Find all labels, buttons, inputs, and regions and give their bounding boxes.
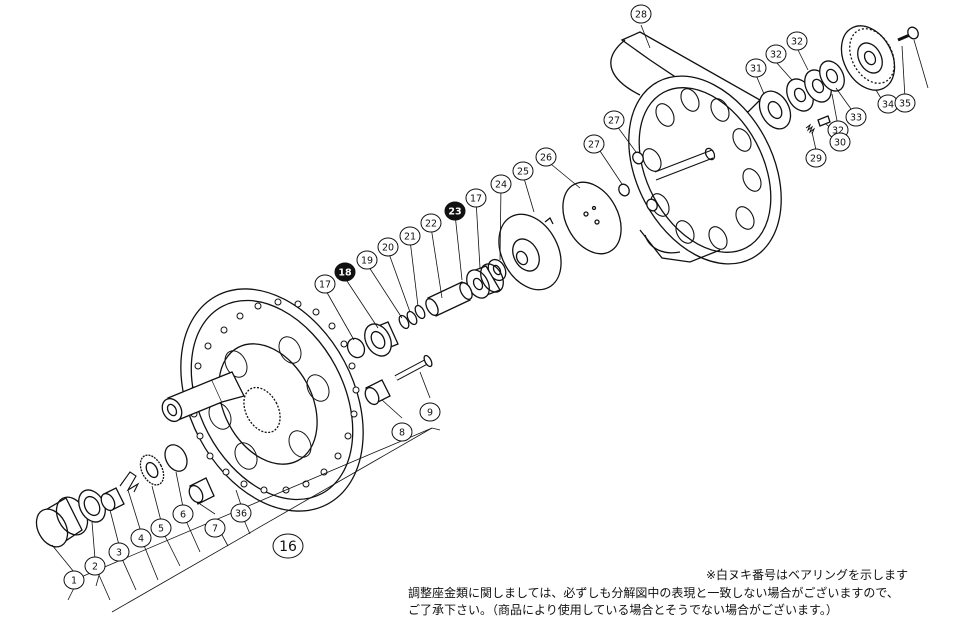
shaft-and-bearings [346, 263, 504, 406]
callout-2: 2 [84, 556, 106, 576]
drag-knob-assembly [758, 25, 919, 135]
callout-number: 17 [319, 280, 331, 291]
callout-number: 2 [92, 562, 98, 573]
callout-number: 21 [404, 232, 416, 243]
callout-5: 5 [150, 518, 172, 538]
callout-number: 29 [810, 154, 822, 165]
center-drag-plates [487, 151, 658, 291]
adjustment-note-line-2: ご了承下さい。（商品により使用している場合とそうでない場合がございます。） [408, 603, 838, 617]
callout-number: 1 [71, 576, 77, 587]
callout-number: 20 [382, 243, 394, 254]
callout-17: 17 [314, 274, 336, 294]
bearing-note: ※白ヌキ番号はベアリングを示します [706, 568, 909, 582]
callout-number: 32 [791, 37, 803, 48]
callout-29: 29 [805, 148, 827, 168]
callout-number: 16 [279, 539, 297, 555]
callout-number: 32 [832, 126, 844, 137]
callout-number: 22 [425, 219, 437, 230]
spool [161, 288, 364, 512]
callout-number: 23 [448, 207, 461, 218]
callout-36: 36 [230, 503, 252, 523]
callout-number: 30 [834, 138, 846, 149]
callout-number: 28 [635, 10, 647, 21]
leader-lines [51, 24, 929, 613]
callout-number: 27 [588, 140, 600, 151]
callout-4: 4 [130, 528, 152, 548]
callout-8: 8 [391, 422, 413, 442]
callout-number: 25 [517, 167, 529, 178]
spool-front-parts [35, 444, 215, 548]
callout-22: 22 [420, 213, 442, 233]
callout-3: 3 [108, 542, 130, 562]
callout-number: 24 [495, 180, 507, 191]
callout-30: 30 [829, 132, 851, 152]
callout-number: 32 [770, 50, 782, 61]
callout-number: 34 [882, 100, 894, 111]
callout-7: 7 [204, 518, 226, 538]
callout-number: 6 [180, 510, 186, 521]
callout-number: 35 [899, 99, 911, 110]
callout-number: 27 [608, 116, 620, 127]
callout-33: 33 [845, 107, 867, 127]
callout-16: 16 [272, 533, 304, 559]
callout-6: 6 [172, 504, 194, 524]
callout-25: 25 [512, 161, 534, 181]
callout-24: 24 [490, 174, 512, 194]
callout-27: 27 [603, 110, 625, 130]
adjustment-note-line-1: 調整座金類に関しましては、必ずしも分解図中の表現と一致しない場合がございますので… [408, 586, 899, 600]
callout-28: 28 [630, 4, 652, 24]
callout-number: 7 [212, 524, 218, 535]
callout-number: 31 [750, 64, 762, 75]
callout-number: 3 [116, 548, 122, 559]
callout-number: 33 [850, 113, 862, 124]
reel-frame [610, 31, 782, 265]
callout-number: 18 [338, 268, 352, 279]
callout-32: 32 [765, 44, 787, 64]
callout-35: 35 [894, 93, 916, 113]
callout-1: 1 [63, 570, 85, 590]
callout-19: 19 [356, 250, 378, 270]
adjustment-washer-note: 調整座金類に関しましては、必ずしも分解図中の表現と一致しない場合がございますので… [408, 585, 899, 619]
callout-32: 32 [786, 31, 808, 51]
callout-labels: 1234567368916171819202122231724252627272… [63, 4, 916, 590]
callout-number: 17 [470, 194, 482, 205]
callout-number: 26 [540, 153, 552, 164]
callout-number: 9 [427, 408, 433, 419]
callout-23: 23 [444, 201, 466, 221]
callout-20: 20 [377, 237, 399, 257]
callout-number: 5 [158, 524, 164, 535]
callout-17: 17 [465, 188, 487, 208]
callout-21: 21 [399, 226, 421, 246]
callout-number: 4 [138, 534, 144, 545]
callout-number: 8 [399, 428, 405, 439]
callout-26: 26 [535, 147, 557, 167]
callout-27: 27 [583, 134, 605, 154]
callout-18: 18 [334, 262, 356, 282]
callout-number: 36 [235, 509, 247, 520]
callout-number: 19 [361, 256, 373, 267]
callout-9: 9 [419, 402, 441, 422]
callout-31: 31 [745, 58, 767, 78]
